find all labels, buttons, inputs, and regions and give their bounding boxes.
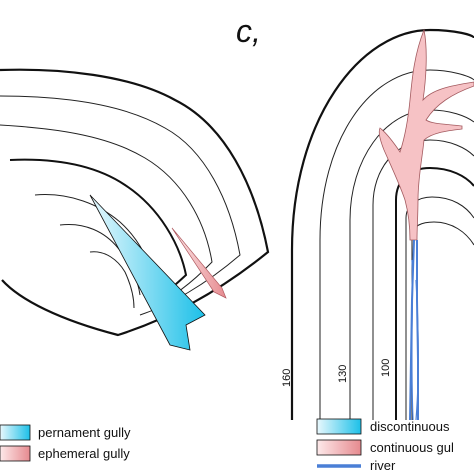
legend-label-permanent-gully: pernament gully <box>38 425 131 440</box>
legend-right: discontinuous continuous gul river <box>316 418 454 473</box>
right-contour-4 <box>372 139 474 420</box>
legend-left: pernament gully ephemeral gully <box>0 424 131 462</box>
left-contour-2 <box>0 95 241 316</box>
legend-swatch-continuous <box>316 439 362 456</box>
left-panel <box>0 68 270 351</box>
legend-swatch-discontinuous <box>316 418 362 435</box>
legend-swatch-permanent-gully <box>0 424 31 441</box>
left-contour-outer <box>0 68 270 337</box>
panel-label: c, <box>236 13 261 49</box>
legend-label-river: river <box>370 458 396 473</box>
contour-label-160: 160 <box>281 369 293 387</box>
right-contour-1 <box>290 28 474 420</box>
legend-label-continuous: continuous gul <box>370 440 454 455</box>
contour-label-130: 130 <box>337 365 349 383</box>
left-contour-3 <box>0 124 213 309</box>
legend-swatch-ephemeral-gully <box>0 445 31 462</box>
legend-label-discontinuous: discontinuous <box>370 419 450 434</box>
legend-label-ephemeral-gully: ephemeral gully <box>38 446 130 461</box>
contour-label-100: 100 <box>380 359 392 377</box>
continuous-gully-shape <box>378 28 474 241</box>
right-contour-5 <box>395 166 474 420</box>
right-panel: 160 130 100 <box>281 28 474 421</box>
right-contour-7 <box>411 221 474 420</box>
permanent-gully-shape <box>89 194 206 351</box>
left-contour-7 <box>89 251 135 309</box>
river-lines <box>409 239 419 421</box>
right-contour-2 <box>319 69 474 420</box>
ephemeral-gully-shape <box>171 227 227 299</box>
